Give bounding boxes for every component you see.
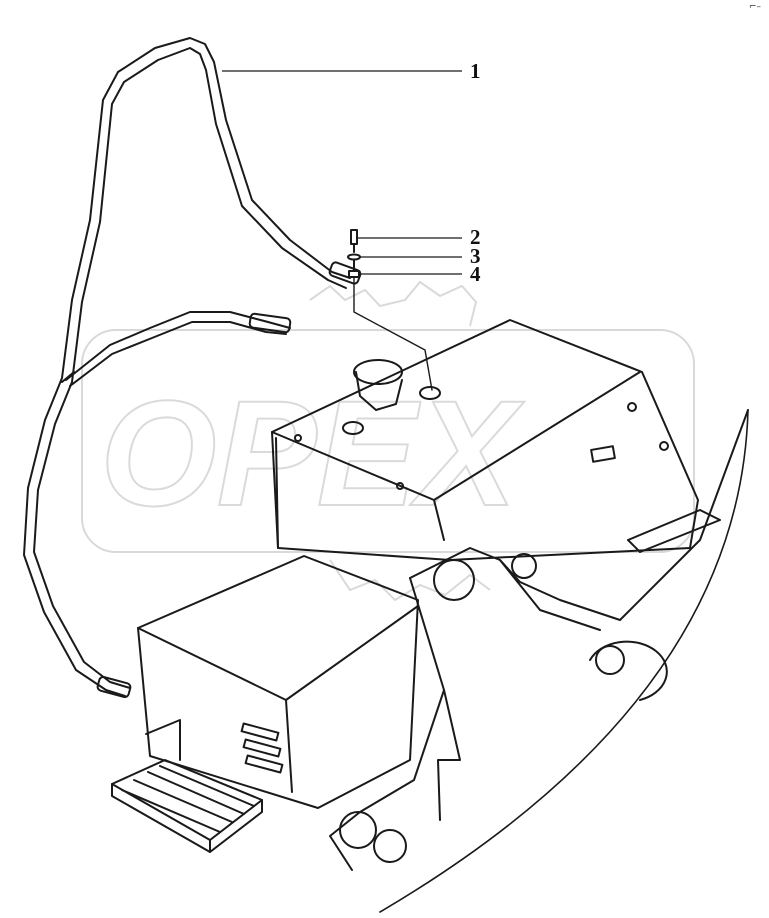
- corner-mark: ⌐–: [748, 2, 761, 12]
- handrail: [23, 37, 362, 699]
- watermark: OPEX: [81, 280, 695, 602]
- watermark-text: OPEX: [100, 369, 525, 537]
- tank: [271, 319, 699, 561]
- frame: [329, 409, 749, 871]
- watermark-gear-top: [309, 280, 478, 327]
- bolt: [350, 229, 358, 245]
- watermark-gear-bottom: [329, 559, 491, 602]
- box: [137, 555, 419, 809]
- callout-3: 3: [470, 244, 481, 268]
- filler-cap: [353, 359, 403, 385]
- step: [111, 719, 263, 853]
- nut: [348, 270, 360, 278]
- pivot-hole: [433, 559, 475, 601]
- fastener-stack: [347, 229, 433, 391]
- view-boundary: [379, 409, 749, 913]
- washer: [347, 253, 361, 261]
- callout-2: 2: [470, 225, 481, 249]
- callout-1: 1: [470, 59, 481, 83]
- leader-lines: [222, 70, 462, 275]
- callout-4: 4: [470, 262, 481, 286]
